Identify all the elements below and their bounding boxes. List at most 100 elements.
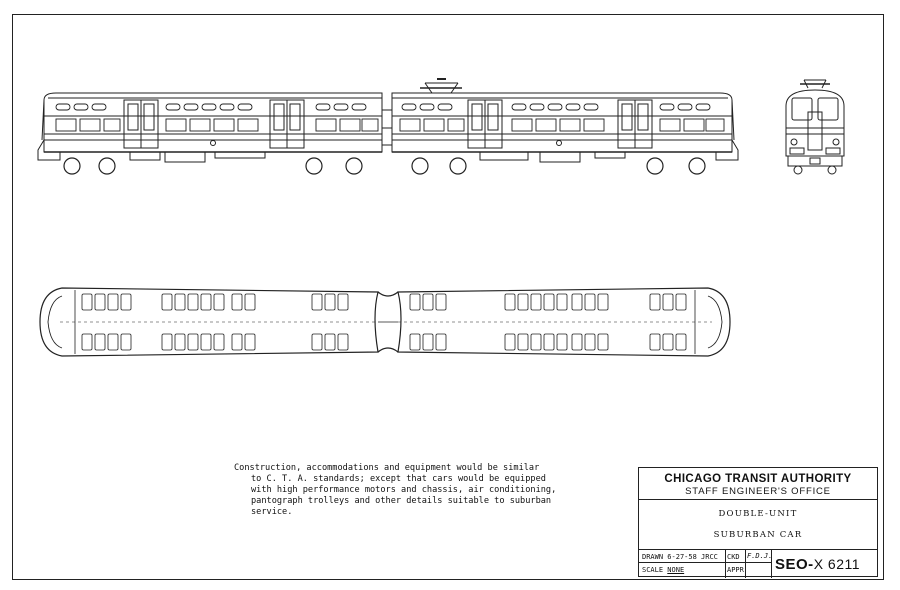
seat [231,293,243,311]
wheels [63,157,706,175]
drawing-number: SEO-X 6211 [775,556,860,573]
car-1-body [43,92,383,153]
seat [517,293,529,311]
drawn-value: 6-27-58 JRCC [667,553,718,561]
drawing-border [12,14,884,580]
seat [504,333,516,351]
seat [571,293,583,311]
seat [409,333,421,351]
info-col-divider [725,549,726,578]
seat [94,293,106,311]
info-divider [639,549,877,550]
office-name: STAFF ENGINEER'S OFFICE [685,486,831,497]
car-1-doors [123,99,305,149]
seat [675,293,687,311]
note-line: to C. T. A. standards; except that cars … [251,474,546,484]
seat [120,293,132,311]
seat [543,293,555,311]
approved-label: APPR [727,566,744,574]
organization-name: CHICAGO TRANSIT AUTHORITY [664,473,852,485]
car-1-lower-windows [55,118,379,132]
seat [584,333,596,351]
drawn-field: DRAWN 6-27-58 JRCC [642,553,718,561]
note-line: Construction, accommodations and equipme… [234,463,540,473]
title-block: CHICAGO TRANSIT AUTHORITY STAFF ENGINEER… [638,467,878,578]
title-divider [639,499,877,500]
seat [187,293,199,311]
seat [213,293,225,311]
seat [597,333,609,351]
note-line: service. [251,507,293,517]
specification-note: Construction, accommodations and equipme… [234,463,564,518]
note-line: pantograph trolleys and other details su… [251,496,552,506]
seat [174,333,186,351]
end-elevation-view [785,79,845,175]
seat [231,333,243,351]
seat [662,293,674,311]
plan-seats [81,293,687,351]
info-col-divider [745,549,746,578]
drawing-number-prefix: SEO- [775,556,814,573]
seat [543,333,555,351]
car-1-upper-windows [55,103,367,111]
seat [161,333,173,351]
seat [161,293,173,311]
seat [422,333,434,351]
seat [556,293,568,311]
seat [504,293,516,311]
seat [571,333,583,351]
seat [517,333,529,351]
seat [311,293,323,311]
seat [337,293,349,311]
seat [107,333,119,351]
seat [120,333,132,351]
seat [422,293,434,311]
seat [200,333,212,351]
scale-label: SCALE [642,566,664,574]
seat [530,333,542,351]
drawn-label: DRAWN [642,553,664,561]
scale-field: SCALE NONE [642,566,684,574]
seat [94,333,106,351]
seat [435,333,447,351]
seat [244,333,256,351]
seat [81,293,93,311]
drawing-number-value: X 6211 [813,556,861,572]
pantograph [420,78,462,94]
drawing-title-line-2: SUBURBAN CAR [713,530,803,540]
checked-value: F.D.J. [747,552,773,560]
seat [324,333,336,351]
seat [174,293,186,311]
note-line: with high performance motors and chassis… [251,485,557,495]
seat [200,293,212,311]
car-2-plan-outline [397,287,731,357]
seat [107,293,119,311]
seat [675,333,687,351]
seat [649,293,661,311]
info-row-divider [639,562,771,563]
checked-label: CKD [727,553,740,561]
drawing-title-line-1: DOUBLE-UNIT [718,509,798,519]
car-2-upper-windows [401,103,711,111]
info-col-divider [771,549,772,578]
seat [597,293,609,311]
seat [662,333,674,351]
seat [324,293,336,311]
seat [556,333,568,351]
seat [244,293,256,311]
scale-value: NONE [667,566,685,574]
seat [213,333,225,351]
car-2-doors [467,99,653,149]
seat [187,333,199,351]
car-1-plan-outline [39,287,379,357]
seat [337,333,349,351]
seat [311,333,323,351]
seat [649,333,661,351]
seat [81,333,93,351]
seat [584,293,596,311]
seat [409,293,421,311]
car-2-body [391,92,733,153]
